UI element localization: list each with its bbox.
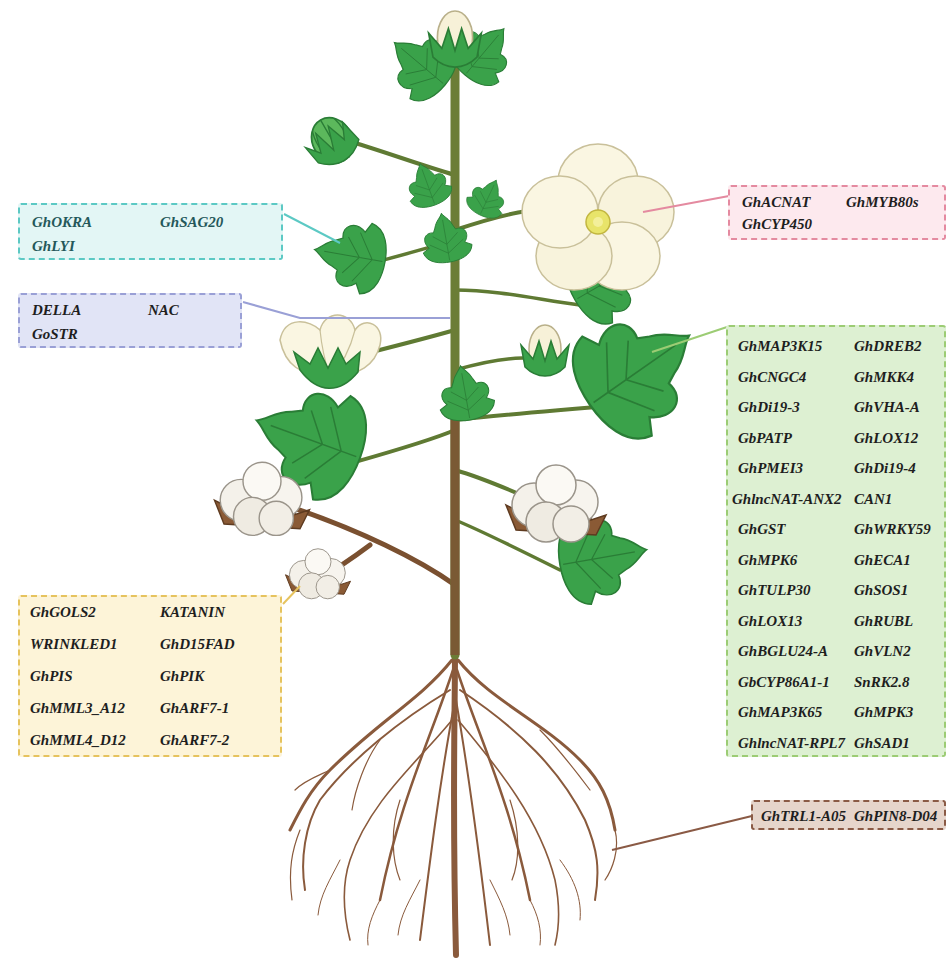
green-boll xyxy=(297,108,364,174)
gene-name: KATANIN xyxy=(160,603,225,621)
gene-name: GhARF7-2 xyxy=(160,731,229,749)
gene-name: GhLOX13 xyxy=(738,612,802,630)
gene-name: GhARF7-1 xyxy=(160,699,229,717)
gene-box: GhOKRA GhSAG20GhLYI xyxy=(18,203,283,260)
open-flower xyxy=(522,144,674,290)
gene-name: GhPMEI3 xyxy=(738,459,803,477)
gene-name: GhD15FAD xyxy=(160,635,234,653)
gene-name: GhPIS xyxy=(30,667,73,685)
gene-name: GbPATP xyxy=(738,429,792,447)
gene-box: GhMAP3K15GhDREB2GhCNGC4GhMKK4GhDi19-3GhV… xyxy=(726,325,946,757)
gene-name: GhSOS1 xyxy=(854,581,908,599)
gene-box: DELLA NAC GoSTR xyxy=(18,293,242,348)
top-bud xyxy=(429,11,482,67)
gene-box: GhTRL1-A05 GhPIN8-D04 xyxy=(751,800,946,830)
gene-name: GhECA1 xyxy=(854,551,911,569)
stem xyxy=(451,40,460,655)
gene-name: GhACNAT xyxy=(742,193,810,211)
gene-name: NAC xyxy=(148,301,179,319)
gene-name: GhDREB2 xyxy=(854,337,922,355)
gene-name: GhMAP3K65 xyxy=(738,703,822,721)
gene-name: GhSAD1 xyxy=(854,734,910,752)
gene-name: GhMAP3K15 xyxy=(738,337,822,355)
gene-name: GhVHA-A xyxy=(854,398,920,416)
leaves xyxy=(238,9,724,608)
gene-name: GhGST xyxy=(738,520,786,538)
gene-name: DELLA xyxy=(32,301,81,319)
gene-name: GhlncNAT-ANX2 xyxy=(732,490,841,508)
gene-name: GhRUBL xyxy=(854,612,913,630)
open-boll xyxy=(506,465,606,542)
gene-box: GhGOLS2 KATANIN WRINKLED1 GhD15FAD GhPIS GhPI… xyxy=(18,595,282,757)
leader-lines xyxy=(243,196,756,850)
gene-box: GhACNAT GhMYB80sGhCYP450 xyxy=(728,185,946,240)
gene-name: GhVLN2 xyxy=(854,642,911,660)
gene-name: GhTRL1-A05 xyxy=(761,807,846,825)
gene-name: GhSAG20 xyxy=(160,213,223,231)
gene-name: GhLOX12 xyxy=(854,429,918,447)
open-boll xyxy=(215,462,310,535)
gene-name: GhOKRA xyxy=(32,213,92,231)
gene-name: GhMML4_D12 xyxy=(30,731,126,749)
gene-name: GhDi19-4 xyxy=(854,459,916,477)
gene-name: GbCYP86A1-1 xyxy=(738,673,830,691)
gene-name: GhMPK6 xyxy=(738,551,797,569)
gene-name: GhBGLU24-A xyxy=(738,642,828,660)
gene-name: SnRK2.8 xyxy=(854,673,909,691)
stem-base xyxy=(451,420,460,655)
gene-name: GhCYP450 xyxy=(742,215,812,233)
roots xyxy=(290,650,617,955)
gene-name: GhMKK4 xyxy=(854,368,914,386)
gene-name: GhTULP30 xyxy=(738,581,811,599)
gene-name: CAN1 xyxy=(854,490,892,508)
gene-name: GoSTR xyxy=(32,325,78,343)
gene-name: GhGOLS2 xyxy=(30,603,96,621)
gene-name: GhMYB80s xyxy=(846,193,919,211)
gene-name: GhCNGC4 xyxy=(738,368,806,386)
gene-name: GhlncNAT-RPL7 xyxy=(738,734,845,752)
gene-name: GhMPK3 xyxy=(854,703,913,721)
side-flower xyxy=(280,315,381,388)
gene-name: GhWRKY59 xyxy=(854,520,931,538)
gene-name: GhDi19-3 xyxy=(738,398,800,416)
gene-name: WRINKLED1 xyxy=(30,635,118,653)
gene-name: GhPIN8-D04 xyxy=(854,807,937,825)
gene-name: GhPIK xyxy=(160,667,204,685)
gene-name: GhMML3_A12 xyxy=(30,699,125,717)
gene-name: GhLYI xyxy=(32,237,75,255)
side-bud xyxy=(521,325,569,376)
